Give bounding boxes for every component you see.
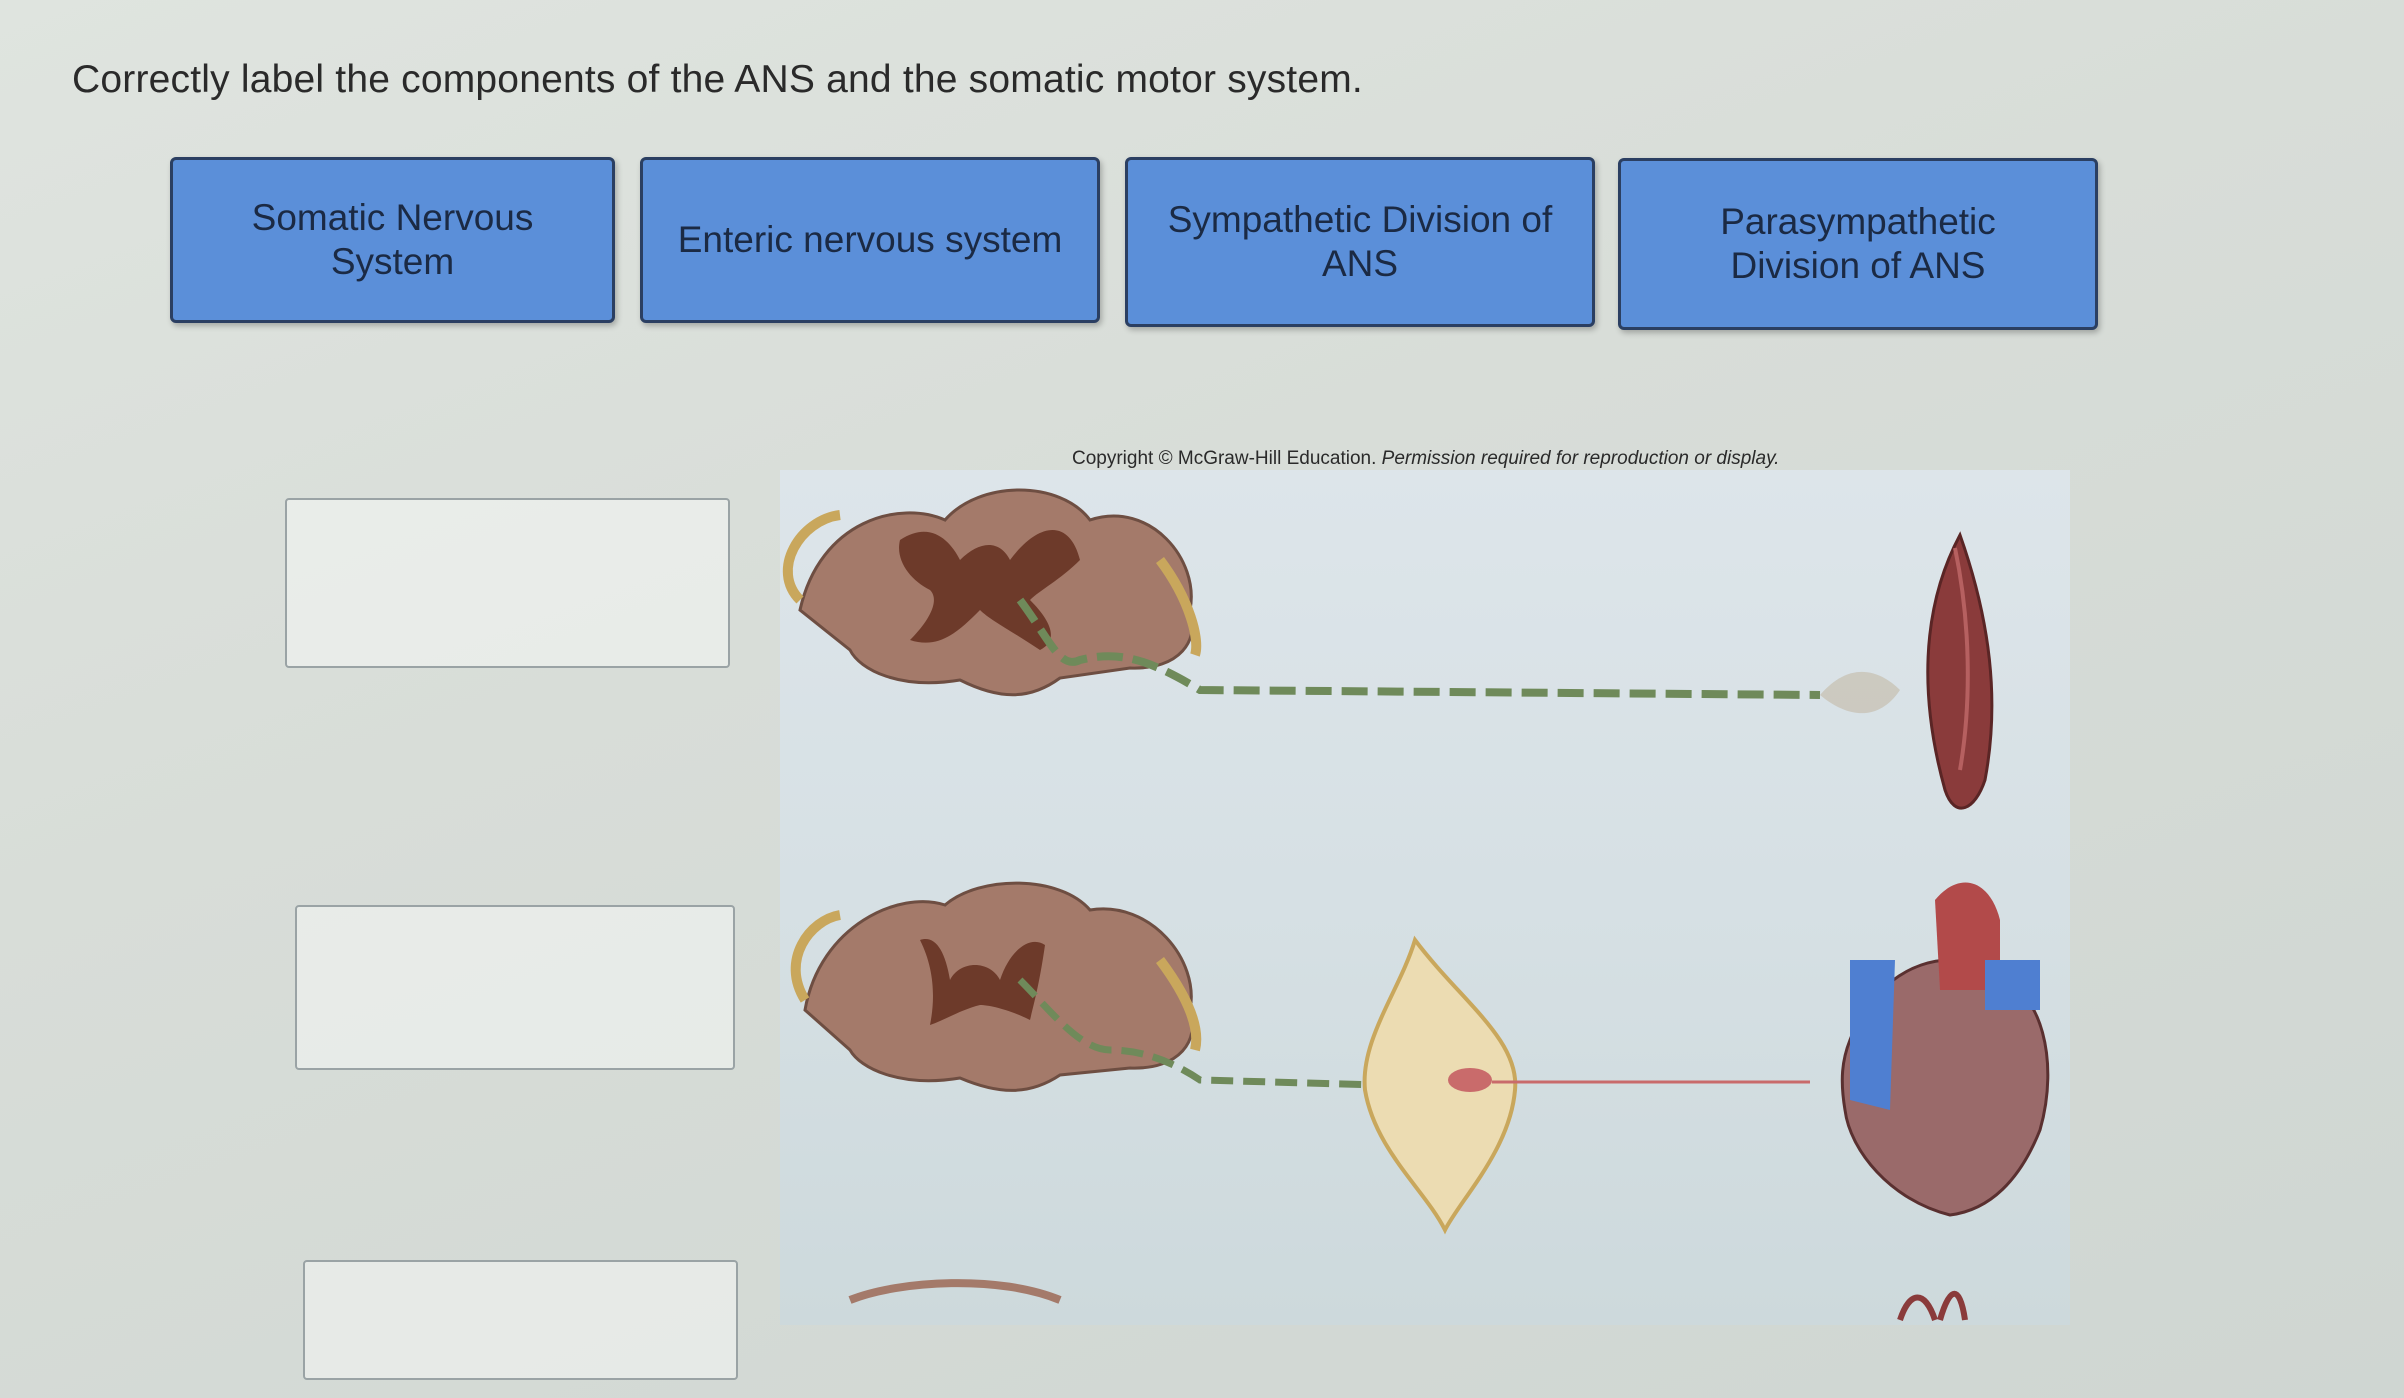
drop-target-1[interactable] — [285, 498, 730, 668]
partial-spinal-cord-icon — [850, 1283, 1060, 1300]
partial-organ-icon — [1900, 1294, 1965, 1320]
skeletal-muscle-icon — [1820, 535, 1992, 808]
spinal-cord-icon — [788, 490, 1196, 695]
drop-target-2[interactable] — [295, 905, 735, 1070]
ganglion-icon — [1365, 940, 1516, 1230]
drop-target-3[interactable] — [303, 1260, 738, 1380]
spinal-cord-icon — [796, 883, 1197, 1090]
heart-icon — [1842, 883, 2048, 1215]
